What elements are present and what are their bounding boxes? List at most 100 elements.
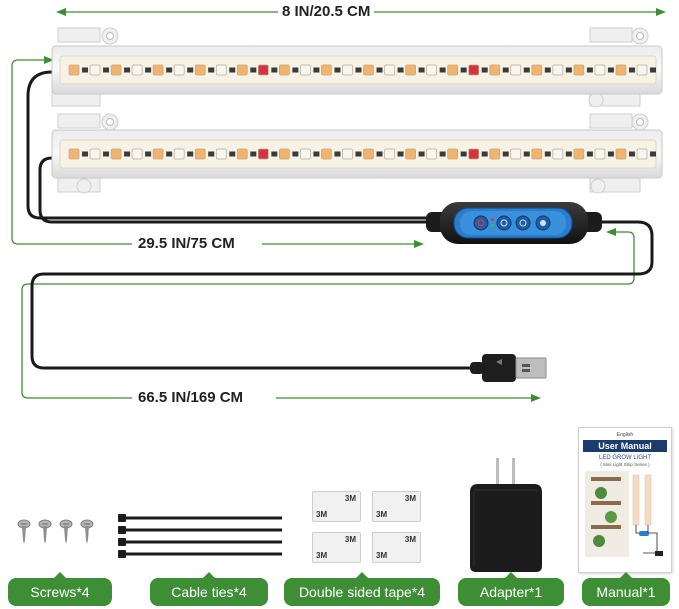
screw bbox=[59, 519, 73, 544]
cable-usb-length-label: 66.5 IN/169 CM bbox=[134, 389, 248, 407]
led-chip bbox=[236, 64, 248, 76]
resistor bbox=[460, 151, 467, 157]
power-button-icon[interactable] bbox=[473, 215, 489, 231]
led-chip bbox=[300, 64, 311, 76]
resistor bbox=[229, 151, 236, 157]
led-chip bbox=[363, 148, 374, 160]
led-chip bbox=[131, 148, 143, 160]
manual-product: LED GROW LIGHT bbox=[598, 455, 651, 461]
resistor bbox=[628, 67, 635, 73]
led-chip bbox=[447, 148, 459, 160]
led-chip bbox=[531, 64, 543, 76]
arrow-right-icon bbox=[531, 394, 541, 402]
led-chip bbox=[236, 148, 248, 160]
led-chip bbox=[342, 148, 353, 160]
led-chip bbox=[194, 148, 206, 160]
resistor bbox=[650, 67, 656, 73]
arrow-left-icon bbox=[606, 228, 616, 236]
resistor bbox=[166, 67, 173, 73]
adapter bbox=[470, 458, 542, 572]
resistor bbox=[103, 151, 110, 157]
cable-tie bbox=[118, 538, 282, 546]
resistor bbox=[607, 151, 614, 157]
resistor bbox=[145, 67, 152, 73]
led-chip bbox=[384, 148, 395, 160]
resistor bbox=[481, 67, 488, 73]
led-chip bbox=[552, 64, 564, 76]
resistor bbox=[586, 151, 593, 157]
resistor bbox=[418, 151, 425, 157]
resistor bbox=[460, 67, 467, 73]
led-chip bbox=[110, 64, 122, 76]
resistor bbox=[565, 67, 572, 73]
arrow-right-icon bbox=[414, 240, 424, 248]
timer-button-icon[interactable] bbox=[496, 215, 512, 231]
resistor bbox=[544, 151, 551, 157]
led-chip bbox=[468, 64, 480, 76]
led-chip bbox=[447, 64, 459, 76]
manual-series: ( Mini Light Strip Series ) bbox=[600, 462, 650, 467]
led-chip bbox=[468, 148, 480, 160]
resistor bbox=[145, 151, 152, 157]
accessory-screws-label: Screws*4 bbox=[8, 572, 112, 606]
led-chip bbox=[636, 64, 648, 76]
resistor bbox=[650, 151, 656, 157]
user-manual: English User Manual LED GROW LIGHT ( Min… bbox=[578, 427, 672, 573]
resistor bbox=[292, 151, 299, 157]
resistor bbox=[544, 67, 551, 73]
cable-ties bbox=[118, 514, 282, 558]
resistor bbox=[208, 151, 215, 157]
manual-language: English bbox=[616, 432, 634, 438]
resistor bbox=[313, 151, 320, 157]
tape-brand: 3M bbox=[344, 494, 356, 503]
resistor bbox=[565, 151, 572, 157]
resistor bbox=[439, 67, 446, 73]
resistor bbox=[313, 67, 320, 73]
led-chip bbox=[489, 64, 501, 76]
resistor bbox=[502, 151, 509, 157]
resistor bbox=[397, 151, 404, 157]
led-chip bbox=[573, 64, 585, 76]
manual-cover-illustration bbox=[585, 471, 663, 557]
led-chip bbox=[405, 64, 416, 76]
usb-plug-icon bbox=[470, 354, 547, 382]
led-chip bbox=[615, 148, 627, 160]
led-chip bbox=[215, 148, 227, 160]
led-chip bbox=[89, 64, 101, 76]
led-chip bbox=[426, 148, 437, 160]
tape-brand: 3M bbox=[404, 535, 416, 544]
led-chip bbox=[68, 64, 80, 76]
cable-tie bbox=[118, 514, 282, 522]
resistor bbox=[481, 151, 488, 157]
led-chip bbox=[279, 148, 290, 160]
resistor bbox=[271, 67, 278, 73]
led-chip bbox=[300, 148, 311, 160]
led-chip bbox=[594, 148, 606, 160]
led-chip bbox=[89, 148, 101, 160]
accessory-manual-label: Manual*1 bbox=[582, 572, 670, 606]
resistor bbox=[418, 67, 425, 73]
resistor bbox=[523, 151, 530, 157]
led-chip bbox=[363, 64, 374, 76]
led-chip bbox=[342, 64, 353, 76]
resistor bbox=[103, 67, 110, 73]
cable-guide-29 bbox=[11, 56, 424, 248]
resistor bbox=[334, 151, 341, 157]
resistor bbox=[292, 67, 299, 73]
tape-sheet: 3M 3M bbox=[372, 532, 421, 563]
tape-brand: 3M bbox=[316, 510, 328, 519]
resistor bbox=[82, 67, 88, 73]
led-chip bbox=[510, 64, 522, 76]
resistor bbox=[628, 151, 635, 157]
timer-button-icon[interactable] bbox=[515, 215, 531, 231]
led-chip bbox=[68, 148, 80, 160]
led-chip bbox=[552, 148, 564, 160]
tape-brand: 3M bbox=[376, 510, 388, 519]
resistor bbox=[229, 67, 236, 73]
led-chip bbox=[510, 148, 522, 160]
resistor bbox=[82, 151, 88, 157]
tape-sheet: 3M 3M bbox=[312, 491, 361, 522]
manual-title: User Manual bbox=[583, 440, 667, 452]
resistor bbox=[124, 67, 131, 73]
